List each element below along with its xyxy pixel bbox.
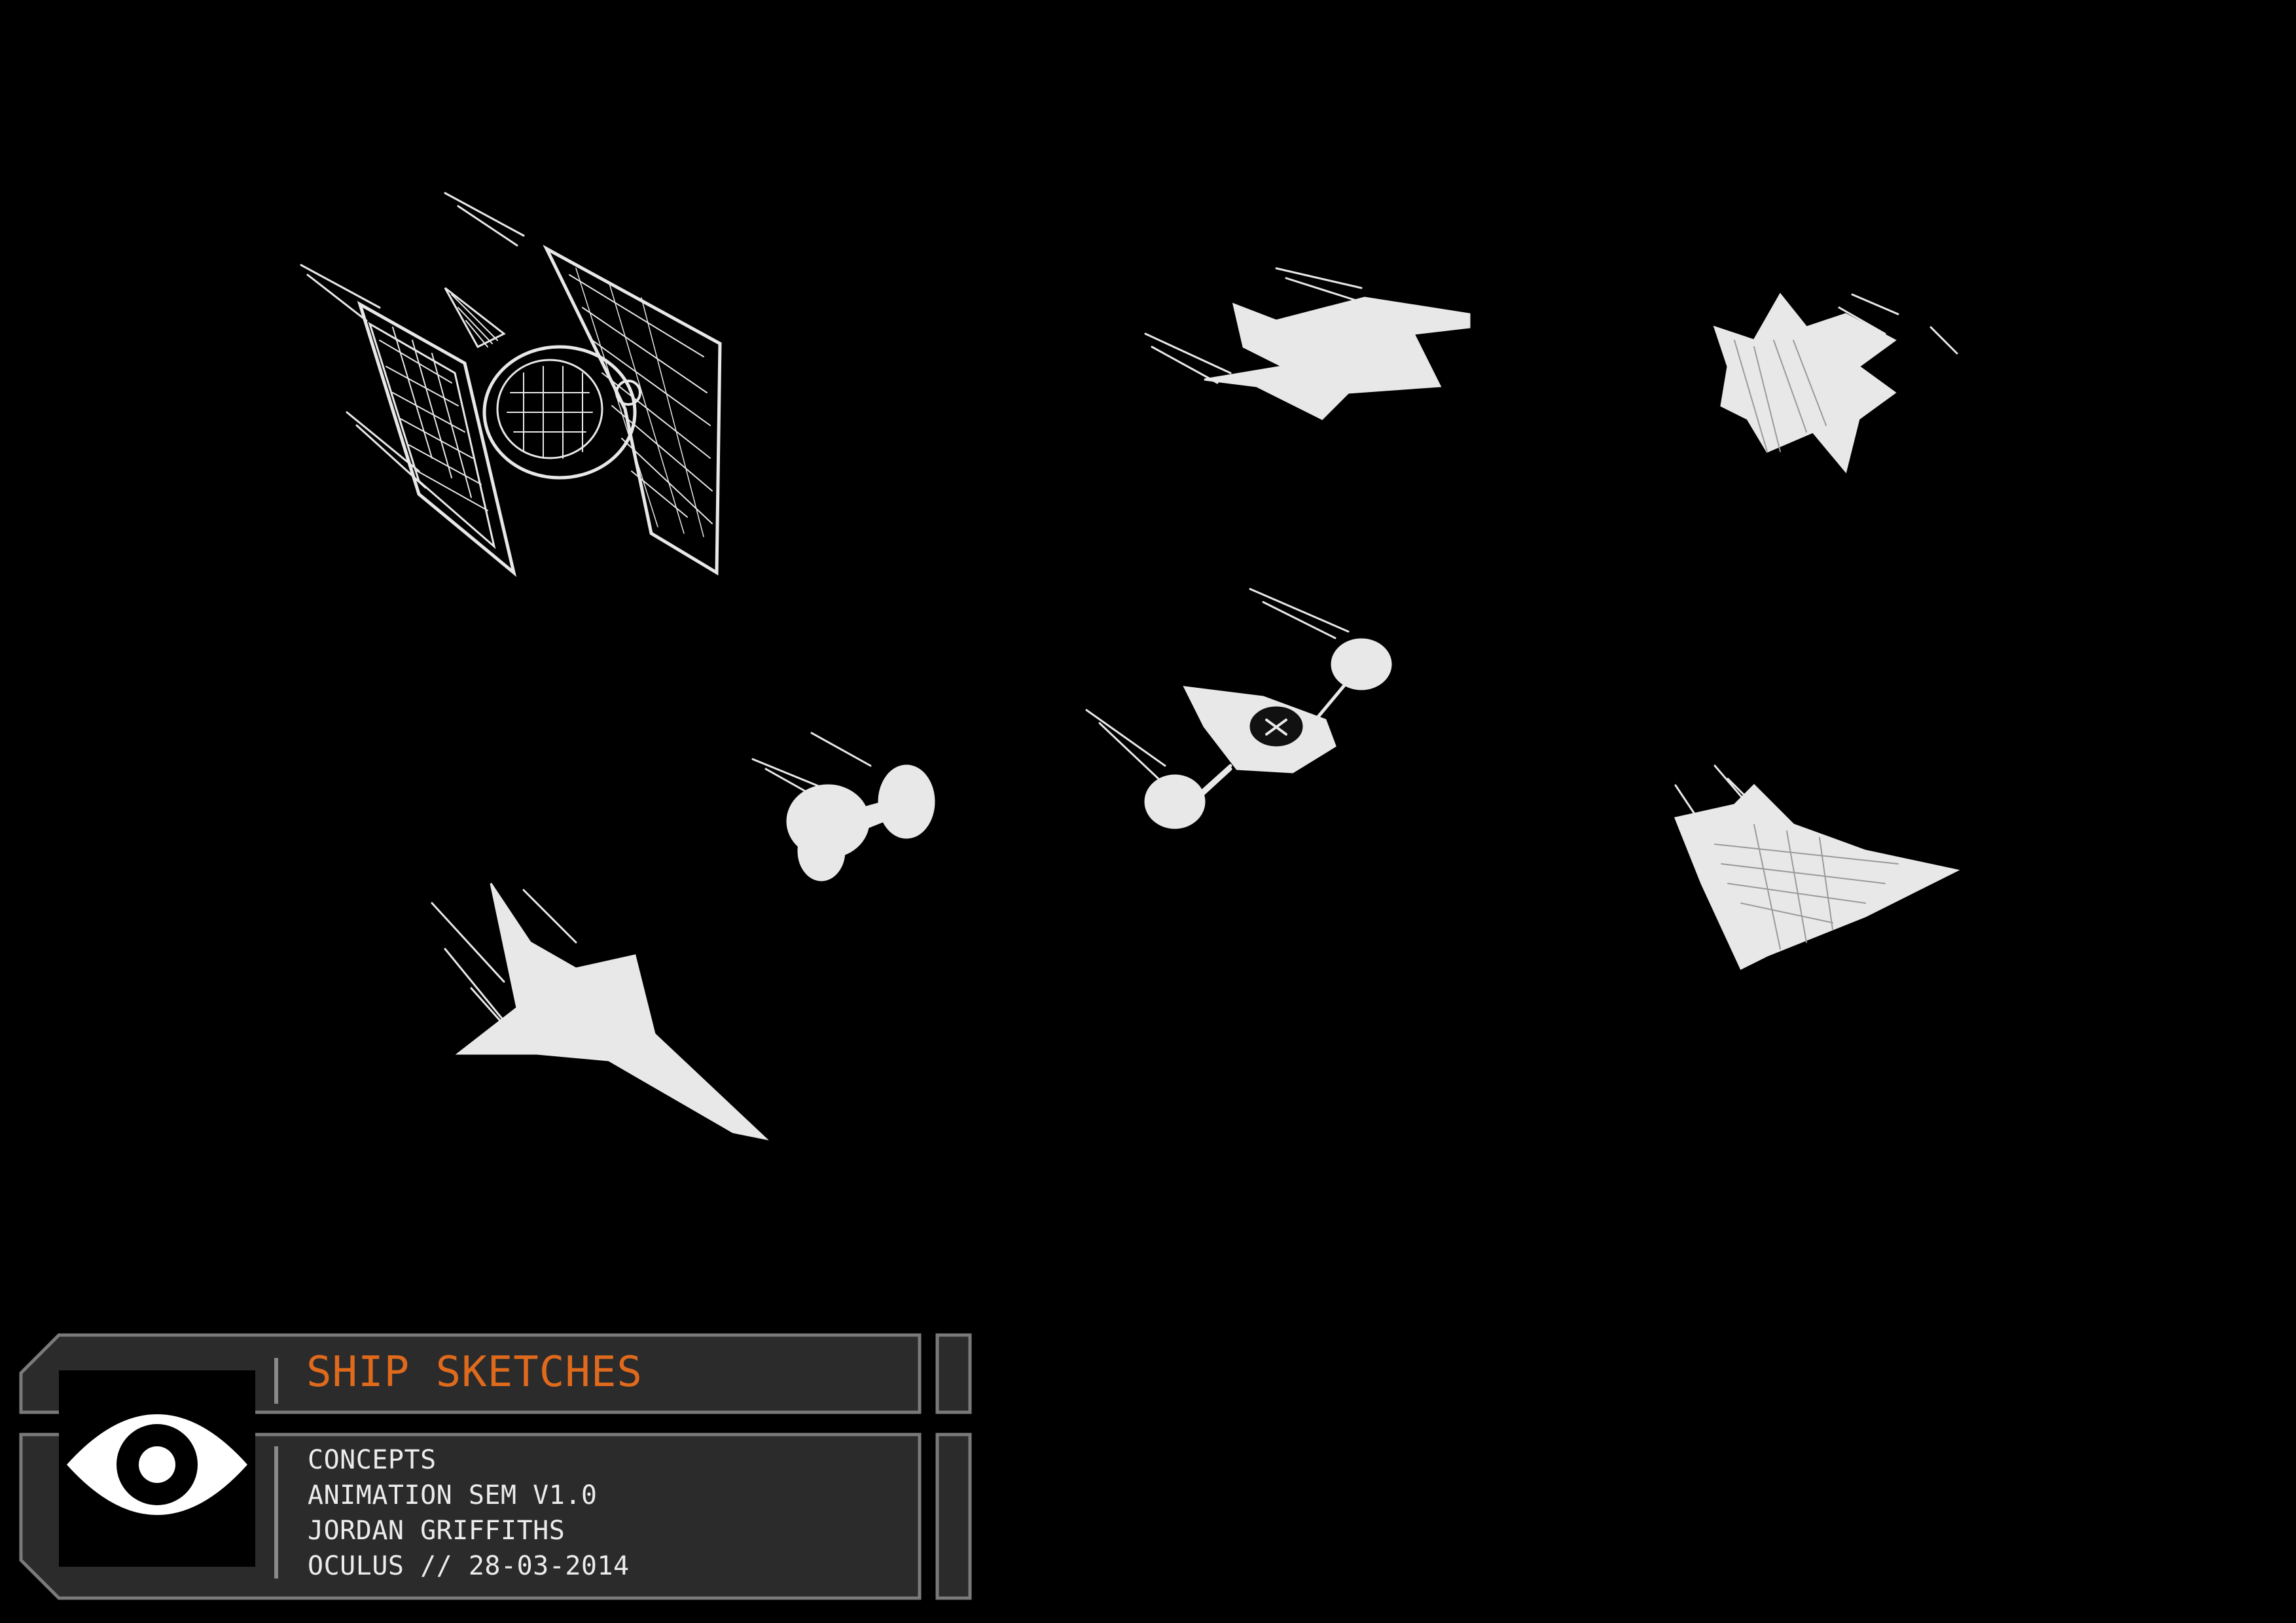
subtitle-line-3: JORDAN GRIFFITHS bbox=[308, 1516, 565, 1546]
subtitle-line-1: CONCEPTS bbox=[308, 1445, 437, 1475]
sketch-ship-batwing-top-right bbox=[1715, 294, 1957, 471]
title-text: SHIP SKETCHES bbox=[306, 1348, 643, 1397]
sketch-ship-twin-pod-small bbox=[753, 733, 934, 880]
subtitle-line-2: ANIMATION SEM V1.0 bbox=[308, 1480, 598, 1510]
sketch-ship-twin-engine-center bbox=[1086, 589, 1391, 828]
sketch-ship-swept-wing bbox=[432, 883, 766, 1139]
sketch-ship-fighter-top-center bbox=[1145, 268, 1469, 419]
sketch-ship-tie-fighter bbox=[301, 193, 720, 573]
sketch-ship-flared-hull bbox=[1676, 766, 1957, 969]
subtitle-line-4: OCULUS // 28-03-2014 bbox=[308, 1551, 630, 1581]
eye-icon bbox=[67, 1414, 247, 1515]
